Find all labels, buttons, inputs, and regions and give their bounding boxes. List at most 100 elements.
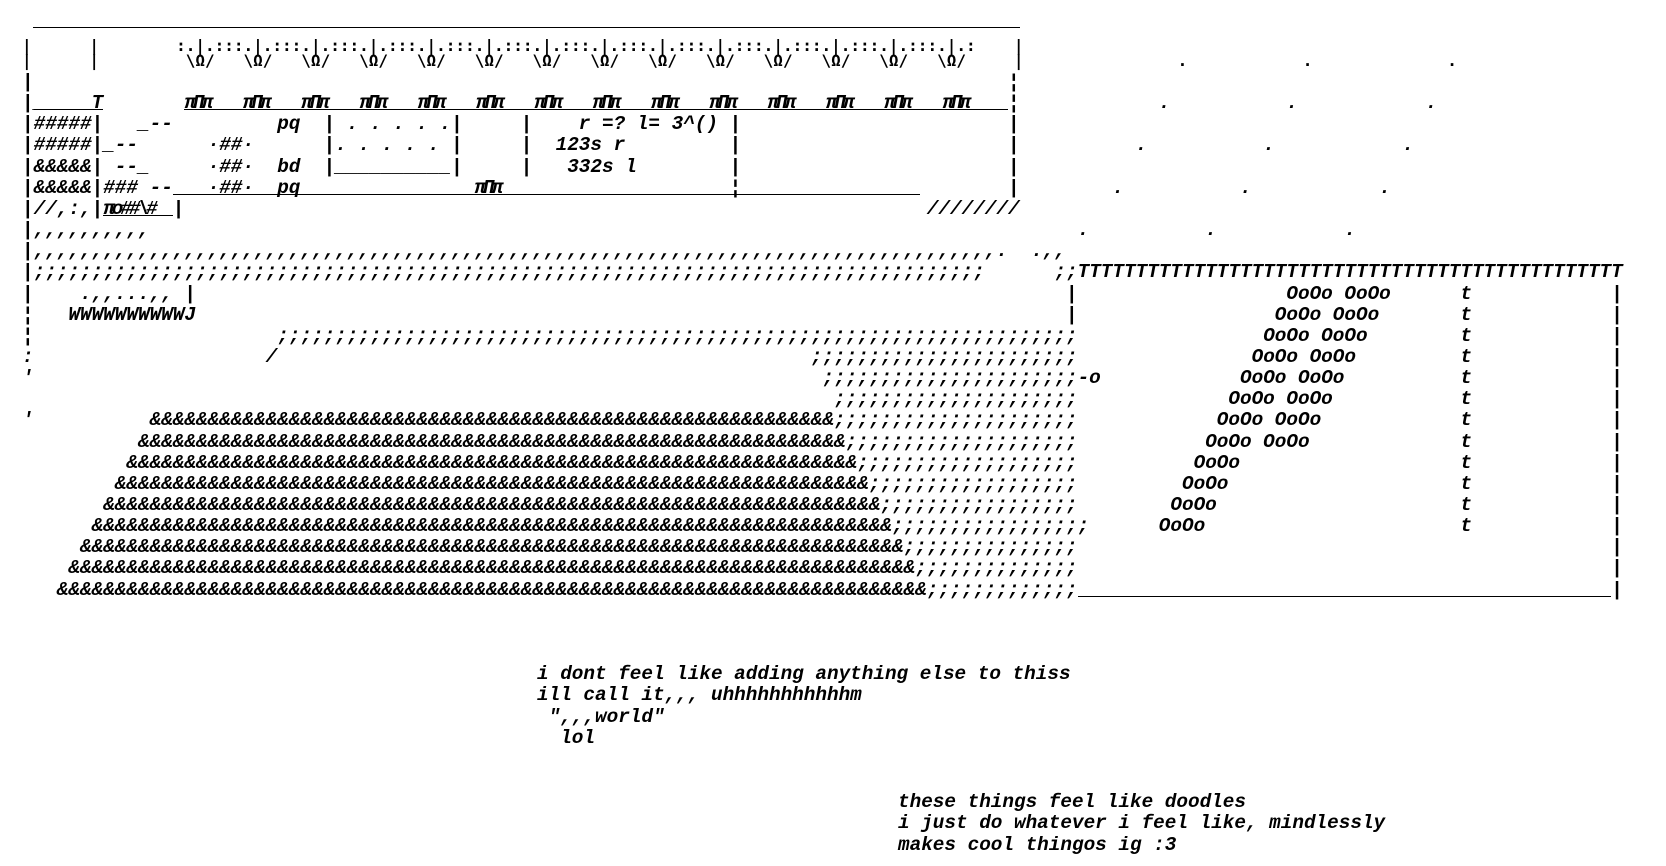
ascii-row-6-chunk: |: [520, 134, 533, 157]
ascii-row-15-chunk: t: [1460, 324, 1472, 347]
ascii-row-19-chunk: |: [1611, 409, 1623, 432]
ascii-row-4-chunk: |: [22, 92, 34, 115]
ascii-row-7-chunk: |&&&&&|: [22, 155, 104, 178]
ascii-row-20-chunk: t: [1460, 430, 1472, 453]
ascii-row-4-chunk: _____T: [33, 92, 104, 115]
note-line: these things feel like doodles: [898, 791, 1246, 813]
ascii-row-20-chunk: OoOo OoOo: [1205, 430, 1310, 453]
ascii-row-4-chunk: πΠπ: [475, 92, 505, 115]
ascii-row-25-chunk: |: [1611, 536, 1623, 559]
ascii-row-4-chunk: πΠπ: [242, 92, 272, 115]
ascii-row-20-chunk: &&&&&&&&&&&&&&&&&&&&&&&&&&&&&&&&&&&&&&&&…: [138, 430, 1078, 453]
note-line: i dont feel like adding anything else to…: [537, 663, 1071, 685]
ascii-row-15-chunk: ;;;;;;;;;;;;;;;;;;;;;;;;;;;;;;;;;;;;;;;;…: [277, 324, 1078, 347]
ascii-row-8-chunk: .: [1112, 176, 1124, 199]
ascii-row-11-chunk: |,,,,,,,,,,,,,,,,,,,,,,,,,,,,,,,,,,,,,,,…: [22, 240, 1008, 263]
ascii-row-19-chunk: ': [22, 409, 34, 432]
ascii-row-14-chunk: ¦: [22, 303, 34, 326]
ascii-row-10-chunk: .: [1205, 219, 1217, 242]
ascii-row-27-chunk: &&&&&&&&&&&&&&&&&&&&&&&&&&&&&&&&&&&&&&&&…: [56, 578, 1078, 601]
ascii-row-10-chunk: |,,,,,,,,,,: [22, 219, 150, 242]
ascii-row-18-chunk: ;;;;;;;;;;;;;;;;;;;;;: [834, 388, 1078, 411]
ascii-row-4-chunk: πΠπ: [300, 92, 330, 115]
ascii-row-22-chunk: |: [1611, 472, 1623, 495]
ascii-row-7-chunk: 332s l: [567, 155, 637, 178]
ascii-row-5-chunk: |: [1008, 113, 1020, 136]
ascii-row-8-chunk: ¦: [729, 176, 742, 199]
ascii-row-14-chunk: t: [1460, 303, 1472, 326]
ascii-row-13-chunk: t: [1460, 282, 1472, 305]
ascii-row-5-chunk: pq: [277, 113, 301, 136]
ascii-row-15-chunk: ¦: [22, 324, 34, 347]
ascii-row-4-chunk: πΠπ: [184, 92, 213, 115]
ascii-row-16-chunk: :: [22, 345, 34, 368]
ascii-row-4-chunk: πΠπ: [359, 92, 388, 115]
ascii-row-14-chunk: |: [1066, 303, 1078, 326]
ascii-row-5-chunk: |: [729, 113, 742, 136]
ascii-row-10-chunk: .: [1077, 219, 1090, 242]
ascii-row-7-chunk: |: [1008, 155, 1020, 178]
ascii-underline-stroke: [172, 193, 920, 195]
ascii-row-21-chunk: &&&&&&&&&&&&&&&&&&&&&&&&&&&&&&&&&&&&&&&&…: [126, 451, 1078, 474]
note-line: ill call it,,, uhhhhhhhhhhhm: [537, 684, 862, 707]
ascii-row-23-chunk: |: [1611, 494, 1623, 516]
ascii-row-1-chunk: |: [89, 36, 100, 55]
ascii-row-11-chunk: .,,: [1031, 240, 1066, 263]
ascii-row-8-chunk: |: [1008, 176, 1020, 199]
ascii-row-15-chunk: |: [1611, 324, 1623, 347]
ascii-row-4-chunk: .: [1158, 92, 1171, 115]
ascii-row-14-chunk: WWWWWWWWWWJ: [68, 303, 196, 326]
ascii-row-7-chunk: |: [520, 155, 533, 178]
ascii-row-5-chunk: _--: [138, 113, 173, 136]
ascii-row-19-chunk: OoOo OoOo: [1216, 409, 1322, 432]
ascii-row-13-chunk: |: [1066, 282, 1078, 305]
ascii-row-18-chunk: t: [1460, 388, 1472, 411]
ascii-row-6-chunk: 123s r: [555, 134, 626, 157]
note-block-world: i dont feel like adding anything else to…: [537, 663, 1071, 749]
ascii-row-2-chunk: |: [89, 51, 100, 70]
ascii-row-24-chunk: |: [1611, 515, 1623, 538]
ascii-row-5-chunk: r =? l= 3^(): [578, 113, 718, 136]
ascii-row-21-chunk: |: [1611, 451, 1623, 474]
ascii-row-6-chunk: |: [1008, 134, 1020, 157]
ascii-row-6-chunk: .: [1402, 134, 1414, 157]
ascii-row-3-chunk: |: [22, 71, 34, 93]
ascii-row-7-chunk: ·##·: [207, 155, 254, 178]
ascii-row-2-chunk: .: [1177, 51, 1188, 70]
ascii-row-13-chunk: |: [184, 282, 196, 305]
ascii-row-6-chunk: |#####|_--: [22, 134, 138, 157]
ascii-row-14-chunk: |: [1611, 303, 1623, 326]
ascii-row-2-chunk: .: [1447, 51, 1457, 70]
ascii-row-13-chunk: .,,...,,: [80, 282, 173, 305]
ascii-row-8-chunk: .: [1240, 176, 1252, 199]
ascii-row-4-chunk: πΠπ: [534, 92, 563, 115]
ascii-row-19-chunk: &&&&&&&&&&&&&&&&&&&&&&&&&&&&&&&&&&&&&&&&…: [149, 409, 1078, 432]
ascii-row-7-chunk: bd: [277, 155, 301, 178]
ascii-row-2-chunk: \Ω/ \Ω/ \Ω/ \Ω/ \Ω/ \Ω/ \Ω/ \Ω/ \Ω/ \Ω/ …: [185, 51, 966, 70]
note-block-doodles: these things feel like doodles i just do…: [898, 791, 1385, 856]
ascii-row-8-chunk: πΠπ: [474, 176, 503, 199]
ascii-row-4-chunk: πΠπ: [592, 92, 621, 115]
ascii-row-25-chunk: &&&&&&&&&&&&&&&&&&&&&&&&&&&&&&&&&&&&&&&&…: [80, 536, 1078, 559]
ascii-row-2-chunk: .: [1302, 51, 1313, 70]
ascii-row-17-chunk: ': [22, 367, 34, 390]
ascii-row-23-chunk: &&&&&&&&&&&&&&&&&&&&&&&&&&&&&&&&&&&&&&&&…: [103, 494, 1078, 516]
ascii-row-4-chunk: πΠπ: [709, 92, 738, 115]
ascii-row-9-chunk: |: [172, 197, 185, 220]
ascii-row-5-chunk: | . . . . .|: [323, 113, 463, 136]
ascii-row-7-chunk: --_: [114, 155, 150, 178]
ascii-row-6-chunk: |. . . . . |: [323, 134, 463, 157]
ascii-row-23-chunk: t: [1460, 494, 1472, 516]
ascii-art-canvas: ||:.|.:::.|.:::.|.:::.|.:::.|.:::.|.:::.…: [22, 27, 1623, 601]
art-top-border-line: [33, 27, 1020, 28]
ascii-row-8-chunk: ·##·: [207, 176, 254, 199]
ascii-row-23-chunk: OoOo: [1170, 494, 1217, 516]
ascii-row-3-chunk: ¦: [1008, 71, 1020, 93]
note-line: makes cool thingos ig :3: [898, 833, 1177, 856]
ascii-row-4-chunk: πΠπ: [942, 92, 971, 115]
ascii-row-4-chunk: ¦: [1008, 92, 1020, 115]
ascii-row-17-chunk: ;;;;;;;;;;;;;;;;;;;;;;-o: [822, 367, 1101, 390]
ascii-row-16-chunk: t: [1460, 345, 1472, 368]
ascii-row-24-chunk: t: [1460, 515, 1472, 538]
ascii-row-2-chunk: |: [22, 51, 32, 70]
